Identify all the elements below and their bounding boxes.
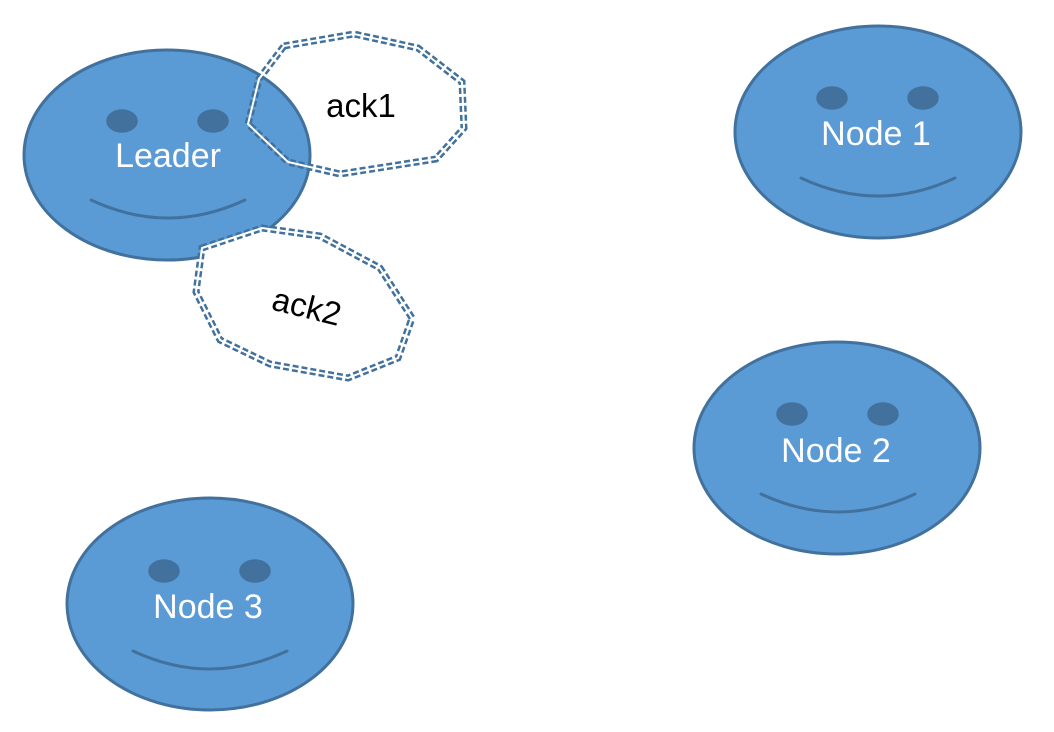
ack1-burst[interactable]: ack1 xyxy=(244,30,468,178)
ack1-burst-outline-inner xyxy=(246,32,466,176)
node-3-smile xyxy=(131,649,289,671)
leader-left-eye xyxy=(106,109,138,133)
leader-face-body xyxy=(22,48,312,262)
ack2-burst[interactable]: ack2 xyxy=(192,224,416,382)
node-1-smile xyxy=(799,176,957,198)
node-1-label: Node 1 xyxy=(821,115,931,153)
node-2-face-body xyxy=(692,340,982,556)
node-2-smile xyxy=(759,492,917,514)
node-3-face-body xyxy=(65,496,355,712)
node-1-face-body xyxy=(733,24,1023,240)
ack2-burst-outline-inner xyxy=(194,226,414,380)
node-2[interactable]: Node 2 xyxy=(692,340,982,556)
node-2-left-eye xyxy=(776,402,808,426)
node-1-right-eye xyxy=(907,86,939,110)
leader-node[interactable]: Leader xyxy=(22,48,312,262)
node-2-label: Node 2 xyxy=(781,432,891,470)
node-3-right-eye xyxy=(239,559,271,583)
node-2-right-eye xyxy=(867,402,899,426)
node-3-left-eye xyxy=(148,559,180,583)
leader-label: Leader xyxy=(115,137,221,175)
node-1[interactable]: Node 1 xyxy=(733,24,1023,240)
node-3[interactable]: Node 3 xyxy=(65,496,355,712)
leader-right-eye xyxy=(197,109,229,133)
node-3-label: Node 3 xyxy=(153,588,263,626)
leader-smile xyxy=(89,198,247,220)
ack1-label: ack1 xyxy=(326,87,396,124)
node-1-left-eye xyxy=(816,86,848,110)
